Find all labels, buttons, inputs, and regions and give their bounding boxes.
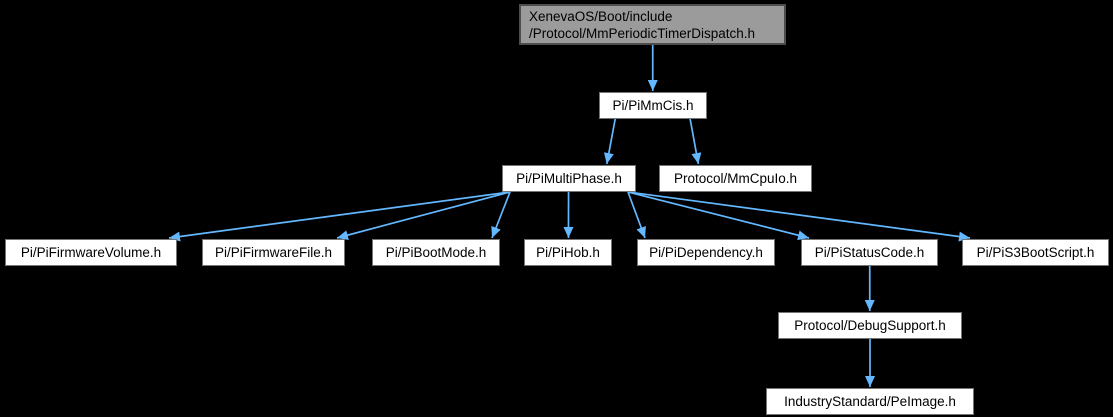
graph-node-peimage[interactable]: IndustryStandard/PeImage.h — [766, 388, 974, 415]
include-edge — [689, 118, 702, 165]
graph-node-pibootmode[interactable]: Pi/PiBootMode.h — [372, 239, 500, 266]
include-edge — [627, 191, 810, 241]
graph-node-debugsupport[interactable]: Protocol/DebugSupport.h — [778, 312, 962, 339]
include-edge — [627, 191, 646, 239]
graph-node-pifirmwarefile[interactable]: Pi/PiFirmwareFile.h — [202, 239, 345, 266]
include-edge — [603, 118, 617, 165]
graph-node-pihob[interactable]: Pi/PiHob.h — [524, 239, 612, 266]
include-edge — [168, 191, 511, 242]
graph-node-mmperiodictimerdispatch: XenevaOS/Boot/include /Protocol/MmPeriod… — [519, 4, 786, 45]
graph-node-pimultiphase[interactable]: Pi/PiMultiPhase.h — [502, 165, 636, 192]
graph-node-pifirmwarevolume[interactable]: Pi/PiFirmwareVolume.h — [5, 239, 177, 266]
include-edge — [491, 191, 511, 239]
graph-node-pistatuscode[interactable]: Pi/PiStatusCode.h — [801, 239, 938, 266]
include-edge — [627, 191, 971, 242]
graph-node-pimmcis[interactable]: Pi/PiMmCis.h — [599, 92, 707, 119]
graph-node-pis3bootscript[interactable]: Pi/PiS3BootScript.h — [962, 239, 1109, 266]
graph-node-mmcpuio[interactable]: Protocol/MmCpuIo.h — [659, 165, 812, 192]
graph-node-pidependency[interactable]: Pi/PiDependency.h — [637, 239, 775, 266]
include-edge — [336, 191, 511, 241]
